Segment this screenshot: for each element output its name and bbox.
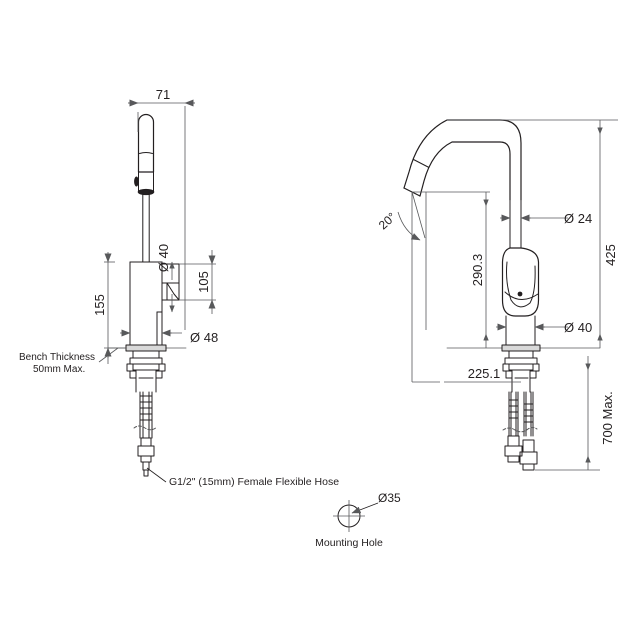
label-mounting-hole: Mounting Hole xyxy=(315,537,383,549)
right-view-dimensions xyxy=(397,119,618,471)
dim-right-hose-700: 700 Max. xyxy=(600,391,615,444)
mounting-hole-detail xyxy=(333,500,379,532)
dim-left-height-155: 155 xyxy=(92,294,107,316)
note-hose-spec: G1/2" (15mm) Female Flexible Hose xyxy=(169,476,339,488)
dim-mounting-hole-dia-35: Ø35 xyxy=(378,491,401,505)
dim-right-angle-20: 20° xyxy=(376,210,399,233)
hose-note-leader xyxy=(146,467,167,483)
dim-left-dia-48: Ø 48 xyxy=(190,330,218,345)
dim-right-depth-225: 225.1 xyxy=(468,366,501,381)
dim-right-dia-40: Ø 40 xyxy=(564,320,592,335)
dim-left-dia-40: Ø 40 xyxy=(156,244,171,272)
dim-right-height-425: 425 xyxy=(603,244,618,266)
dim-left-width-71: 71 xyxy=(156,87,170,102)
left-view-faucet xyxy=(107,113,187,477)
dim-right-dia-24: Ø 24 xyxy=(564,211,592,226)
left-view-dimensions xyxy=(98,99,216,364)
note-bench-thickness-line1: Bench Thickness xyxy=(19,352,95,363)
dim-right-reach-290: 290.3 xyxy=(470,254,485,287)
note-bench-thickness-line2: 50mm Max. xyxy=(33,364,85,375)
dim-left-height-105: 105 xyxy=(196,271,211,293)
right-view-faucet xyxy=(403,119,601,471)
